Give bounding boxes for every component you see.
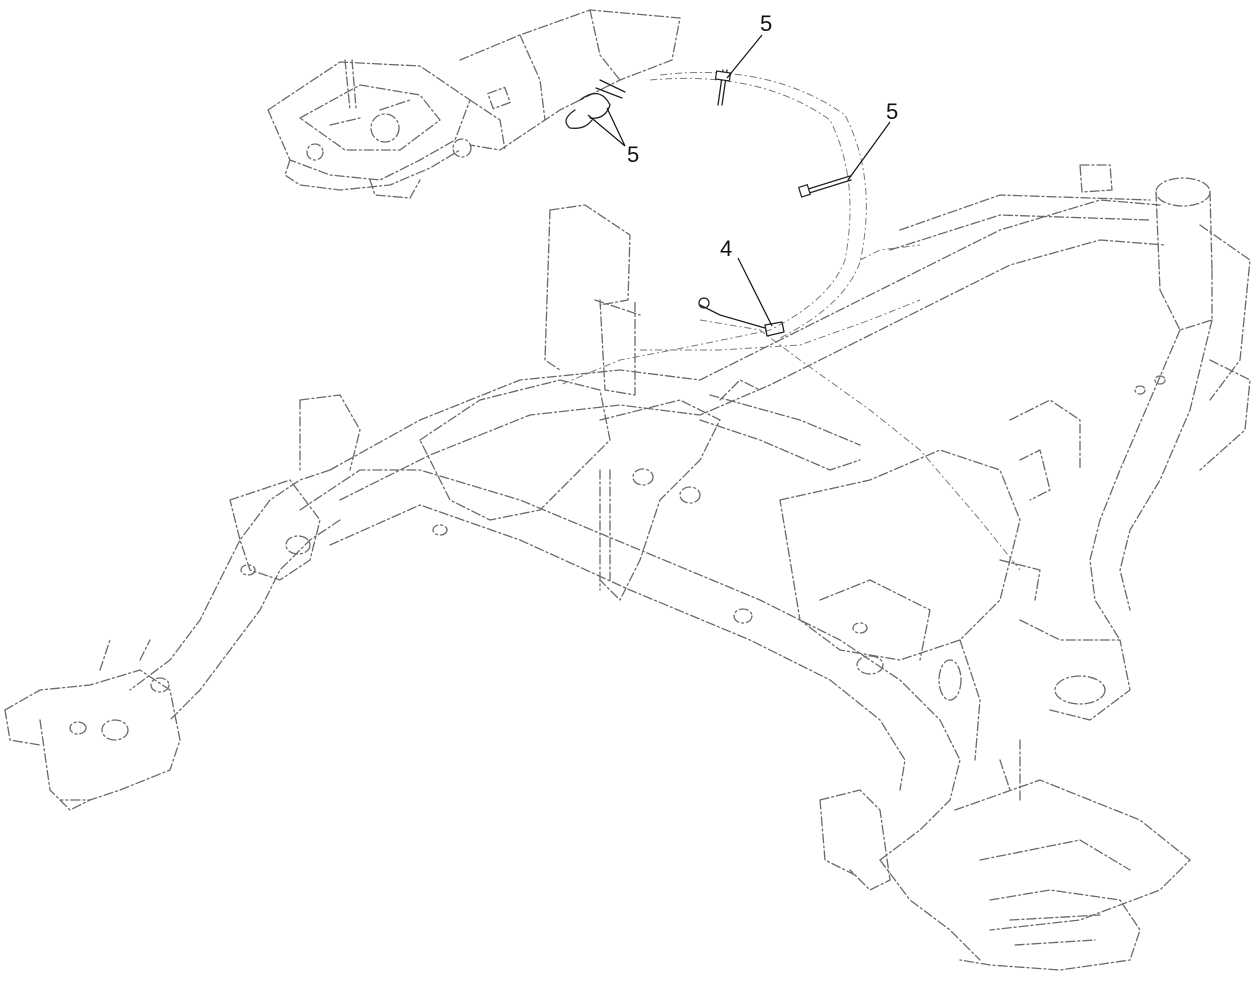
cable-tie-top-part[interactable] (714, 69, 732, 106)
callout-label: 5 (886, 99, 898, 124)
cable-tie-pair-part[interactable] (565, 79, 626, 129)
main-frame (4, 164, 1251, 971)
wire-harness-part[interactable] (698, 297, 785, 337)
callout-cable-tie-top: 5 (726, 11, 772, 79)
callout-cable-tie-right: 5 (847, 99, 898, 181)
callout-wire-harness: 4 (720, 236, 773, 327)
callout-group: 5 5 5 4 (587, 11, 898, 327)
control-panel-assembly (267, 9, 681, 199)
callout-label: 4 (720, 236, 732, 261)
callout-label: 5 (627, 142, 639, 167)
callout-cable-tie-pair: 5 (587, 107, 639, 167)
callout-label: 5 (760, 11, 772, 36)
highlighted-parts (565, 69, 852, 337)
cable-tie-right-part[interactable] (797, 175, 852, 198)
